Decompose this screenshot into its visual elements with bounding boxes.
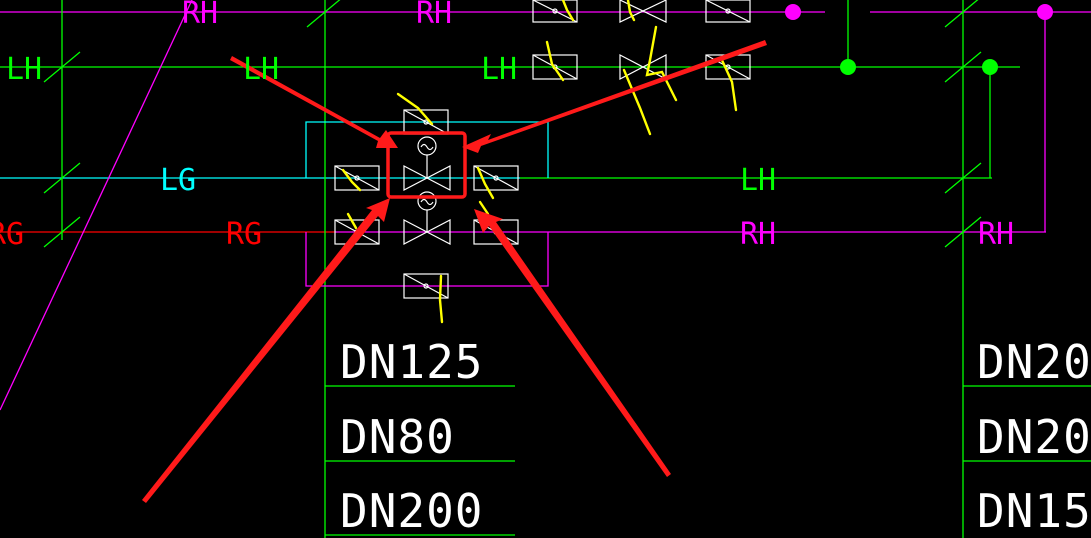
label-lh-right: LH xyxy=(740,163,776,198)
valves xyxy=(334,0,751,299)
label-lg: LG xyxy=(160,163,196,198)
label-lh-right-stub: LH xyxy=(481,52,517,87)
label-lh-left: LH xyxy=(6,52,42,87)
pipe-size-label: DN80 xyxy=(340,410,455,464)
strainer-icon[interactable] xyxy=(532,0,578,23)
leader-magenta-diagonal xyxy=(0,0,193,411)
motorized-valve-icon[interactable] xyxy=(403,136,451,191)
pipe-size-label: DN200 xyxy=(340,484,483,538)
pipe-size-label: DN200 xyxy=(977,410,1091,464)
strainer-icon[interactable] xyxy=(473,165,519,191)
arrow-icon xyxy=(142,40,767,503)
junction-node-icon xyxy=(785,4,801,20)
junction-node-icon xyxy=(840,59,856,75)
label-rg-left: RG xyxy=(226,217,262,252)
yellow-markup xyxy=(341,0,738,324)
junction-nodes xyxy=(785,4,1053,75)
pipe-labels: RH RH LH LH LH LG RG RG LH RH RH xyxy=(0,0,1014,252)
pipe-size-label: DN125 xyxy=(340,335,483,389)
pipe-size-table-right: DN200 DN200 DN150 xyxy=(977,335,1091,538)
break-ticks xyxy=(43,0,982,248)
label-lh-mid: LH xyxy=(243,52,279,87)
strainer-icon[interactable] xyxy=(705,0,751,23)
gate-valve-icon[interactable] xyxy=(619,0,667,23)
label-rh-top-left: RH xyxy=(182,0,218,31)
pipe-size-label: DN200 xyxy=(977,335,1091,389)
label-rh-far-right: RH xyxy=(978,217,1014,252)
label-rh-top-mid: RH xyxy=(416,0,452,31)
gate-valve-icon[interactable] xyxy=(619,54,667,80)
label-rh-right: RH xyxy=(740,217,776,252)
junction-node-icon xyxy=(1037,4,1053,20)
highlight-box xyxy=(386,131,467,199)
motorized-valve-icon[interactable] xyxy=(403,191,451,245)
label-rg-far-left: RG xyxy=(0,217,24,252)
pipe-size-table-left: DN125 DN80 DN200 xyxy=(340,335,483,538)
highlight-annotation xyxy=(142,40,767,503)
pipe-size-label: DN150 xyxy=(977,484,1091,538)
junction-node-icon xyxy=(982,59,998,75)
